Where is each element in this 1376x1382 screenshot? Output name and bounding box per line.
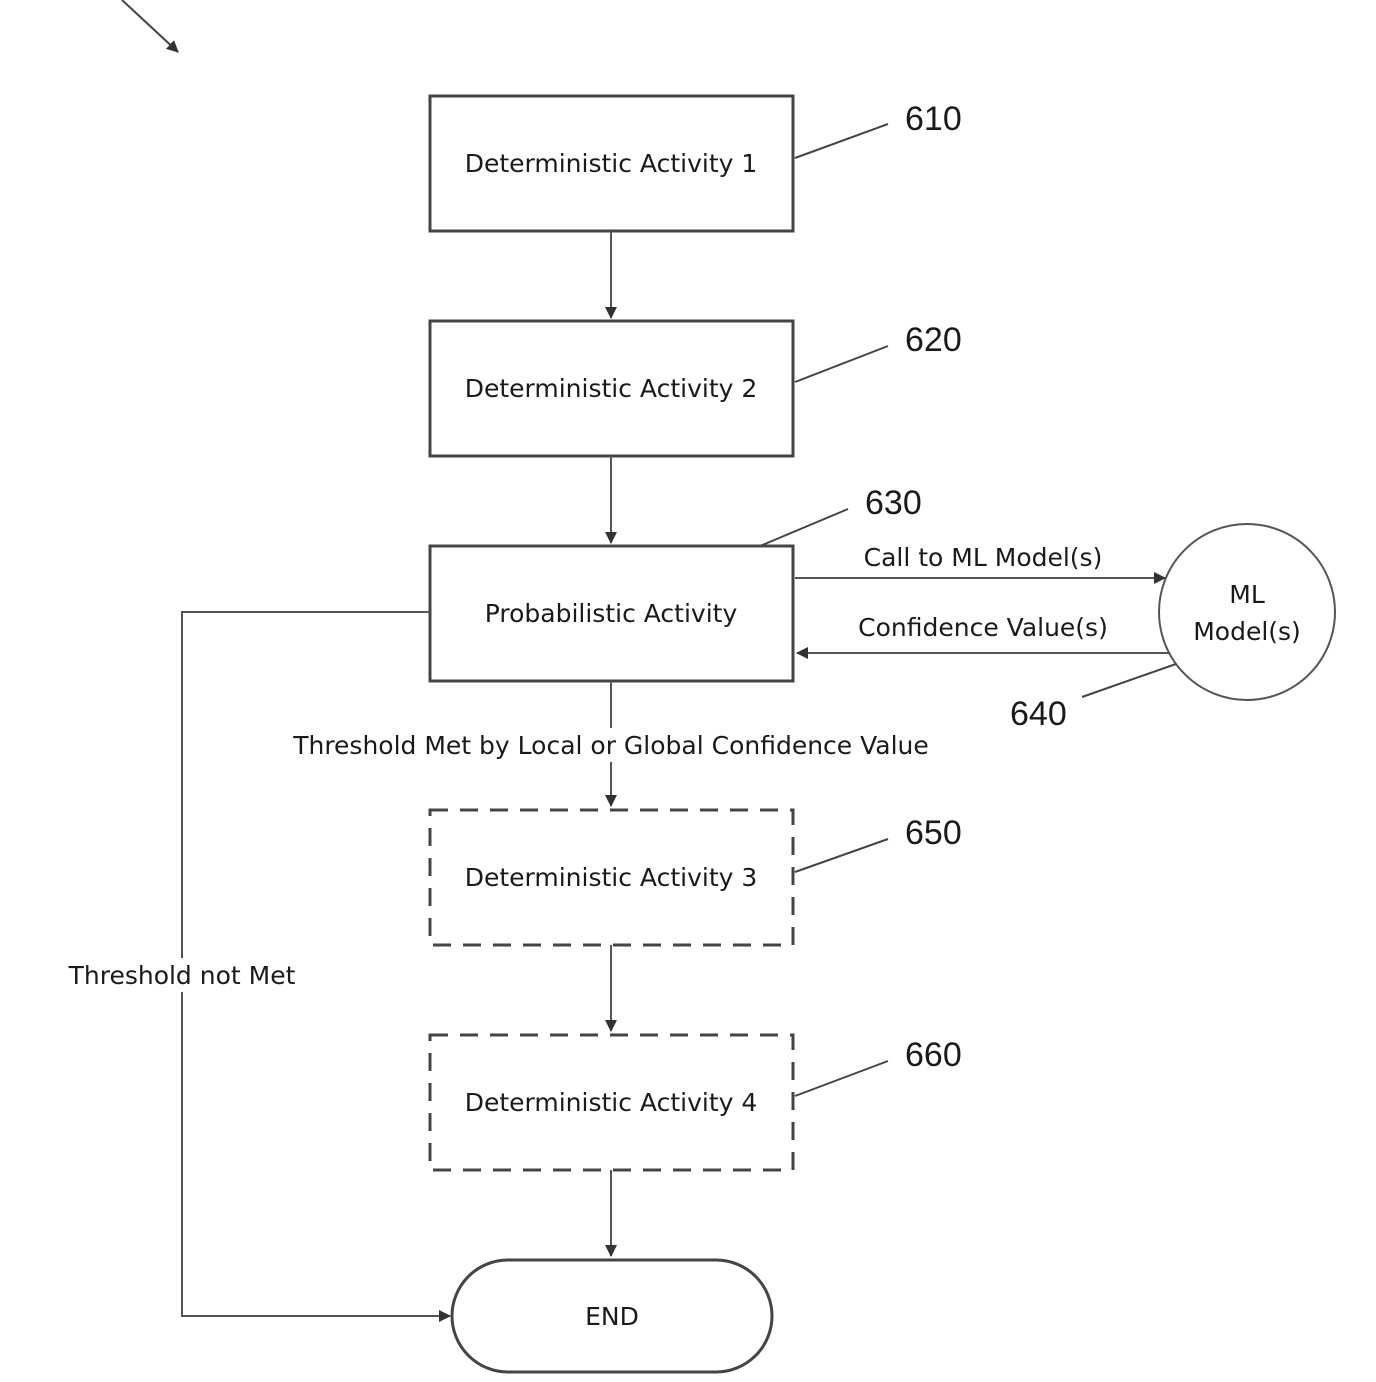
ref-leader-640: [1082, 664, 1176, 697]
node-label: END: [585, 1302, 639, 1331]
node-label: Deterministic Activity 2: [465, 374, 758, 403]
node-deterministic-activity-3: Deterministic Activity 3: [430, 810, 793, 945]
node-probabilistic-activity: Probabilistic Activity: [430, 546, 793, 681]
node-label: Probabilistic Activity: [485, 599, 738, 628]
ref-leader-610: [795, 124, 888, 158]
edge-label-call: Call to ML Model(s): [864, 543, 1103, 572]
node-deterministic-activity-2: Deterministic Activity 2: [430, 321, 793, 456]
node-deterministic-activity-1: Deterministic Activity 1: [430, 96, 793, 231]
figure-pointer-arrow: [122, 0, 178, 52]
ref-leader-660: [795, 1061, 888, 1096]
edge-label-threshold-met: Threshold Met by Local or Global Confide…: [292, 731, 929, 760]
node-label-line1: ML: [1229, 580, 1265, 609]
node-label: Deterministic Activity 3: [465, 863, 758, 892]
ref-number-650: 650: [905, 814, 962, 852]
node-label: Deterministic Activity 1: [465, 149, 758, 178]
edge-label-confidence: Confidence Value(s): [858, 613, 1108, 642]
node-label-line2: Model(s): [1193, 617, 1301, 646]
edge-label-threshold-not-met: Threshold not Met: [68, 961, 296, 990]
ref-number-630: 630: [865, 484, 922, 522]
ref-leader-630: [760, 509, 848, 546]
node-ml-models: ML Model(s): [1159, 524, 1335, 700]
ref-number-660: 660: [905, 1036, 962, 1074]
ref-number-620: 620: [905, 321, 962, 359]
node-deterministic-activity-4: Deterministic Activity 4: [430, 1035, 793, 1170]
ref-leader-620: [795, 346, 888, 382]
node-end: END: [452, 1260, 772, 1372]
ref-leader-650: [795, 839, 888, 872]
node-label: Deterministic Activity 4: [465, 1088, 758, 1117]
ref-number-610: 610: [905, 100, 962, 138]
ref-number-640: 640: [1010, 695, 1067, 733]
